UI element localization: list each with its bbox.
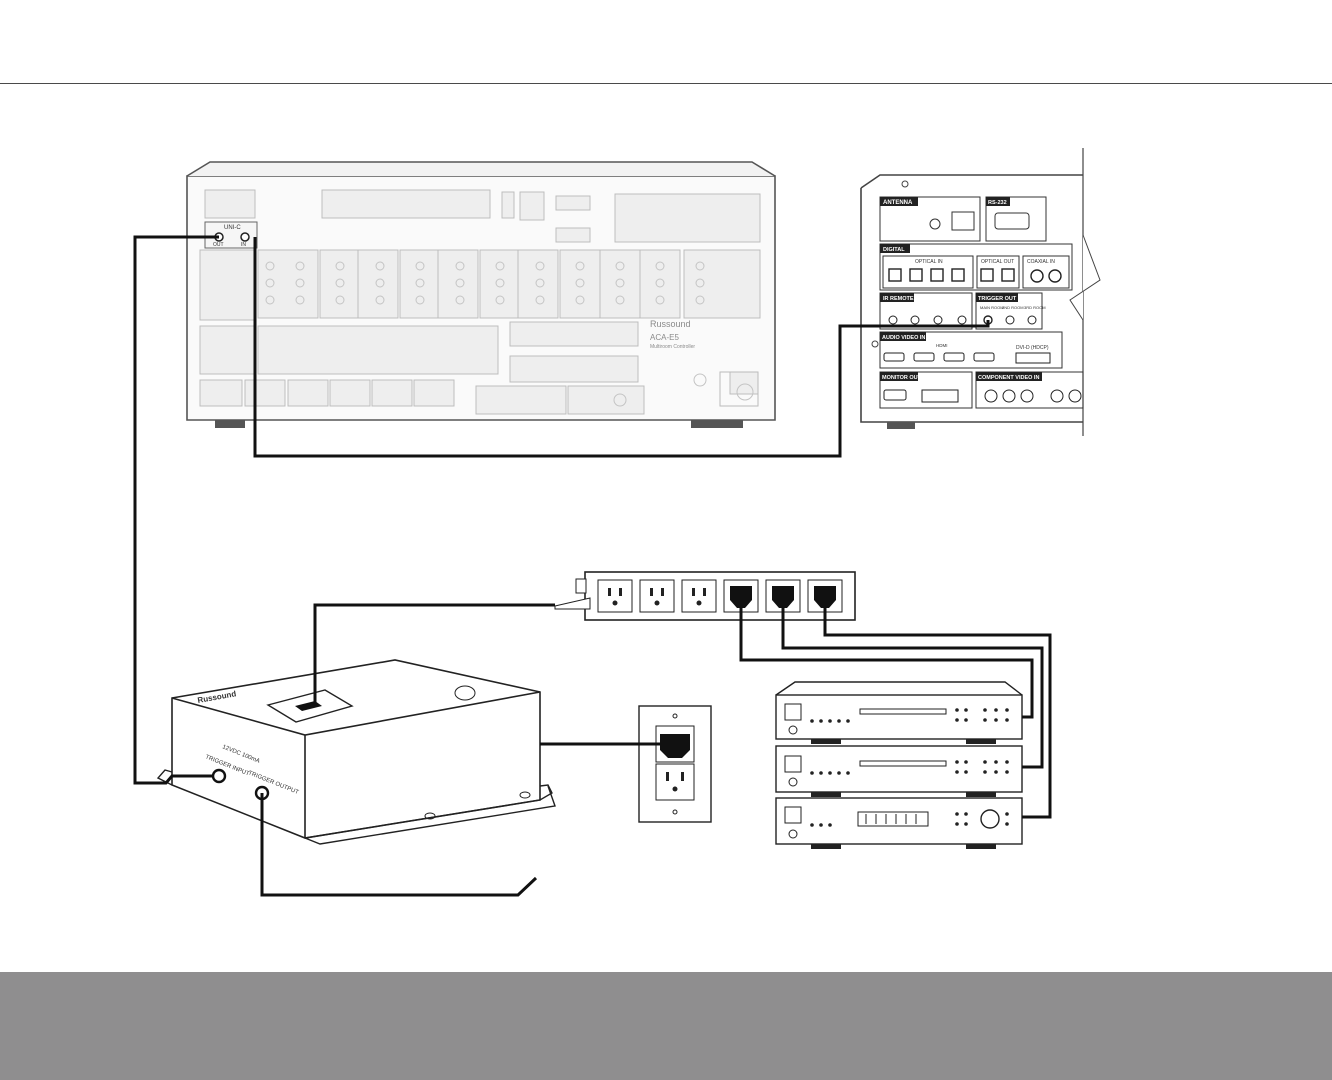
- source-component-2: [776, 746, 1022, 797]
- source-component-3: [776, 798, 1022, 849]
- receiver-main-room-label: MAIN ROOM: [980, 305, 1004, 310]
- strip-outlet-4-plugged: [724, 580, 758, 612]
- sensor-trigger-input-jack: [213, 770, 225, 782]
- receiver-optical-out-label: OPTICAL OUT: [981, 259, 1014, 265]
- receiver-antenna-tag: ANTENNA: [883, 200, 913, 206]
- trigger-wiring-diagram: UNI-C OUT IN Russound ACA-E5 Multiroom C…: [0, 0, 1332, 972]
- strip-outlet-6-plugged: [808, 580, 842, 612]
- aca-model: ACA-E5: [650, 333, 679, 342]
- av-receiver: ANTENNA RS-232 DIGITAL OPTICAL IN OPTICA…: [861, 148, 1100, 436]
- aca-controller: UNI-C OUT IN Russound ACA-E5 Multiroom C…: [187, 162, 775, 428]
- source-component-1: [776, 682, 1022, 744]
- receiver-monitor-out-tag: MONITOR OUT: [882, 375, 922, 381]
- aca-trigger-in-jack: [241, 233, 249, 241]
- receiver-digital-tag: DIGITAL: [883, 247, 905, 253]
- receiver-coaxial-in-label: COAXIAL IN: [1027, 259, 1055, 265]
- strip-outlet-1: [598, 580, 632, 612]
- receiver-3rd-room-label: 3RD ROOM: [1024, 305, 1046, 310]
- receiver-ir-remote-tag: IR REMOTE: [883, 296, 914, 302]
- receiver-rs232-tag: RS-232: [988, 200, 1007, 206]
- receiver-trigger-out-tag: TRIGGER OUT: [978, 296, 1017, 302]
- trigger-sensor-box: Russound 12VDC 100mA TRIGGER INPUT TRIGG…: [158, 660, 555, 844]
- receiver-hdmi-label: HDMI: [936, 343, 948, 348]
- strip-outlet-3: [682, 580, 716, 612]
- receiver-dvid-label: DVI-D (HDCP): [1016, 345, 1049, 351]
- footer-band: [0, 972, 1332, 1080]
- receiver-av-in-tag: AUDIO VIDEO IN: [882, 335, 925, 341]
- receiver-optical-in-label: OPTICAL IN: [915, 259, 943, 265]
- aca-trigger-out-label: OUT: [213, 242, 224, 248]
- power-strip: [555, 572, 855, 620]
- strip-outlet-5-plugged: [766, 580, 800, 612]
- aca-subtitle: Multiroom Controller: [650, 344, 695, 350]
- aca-trigger-label: UNI-C: [224, 225, 241, 231]
- aca-trigger-in-label: IN: [241, 242, 246, 248]
- wall-outlet: [639, 706, 711, 822]
- aca-brand: Russound: [650, 319, 691, 329]
- receiver-2nd-room-label: 2ND ROOM: [1002, 305, 1024, 310]
- strip-outlet-2: [640, 580, 674, 612]
- receiver-component-in-tag: COMPONENT VIDEO IN: [978, 375, 1039, 381]
